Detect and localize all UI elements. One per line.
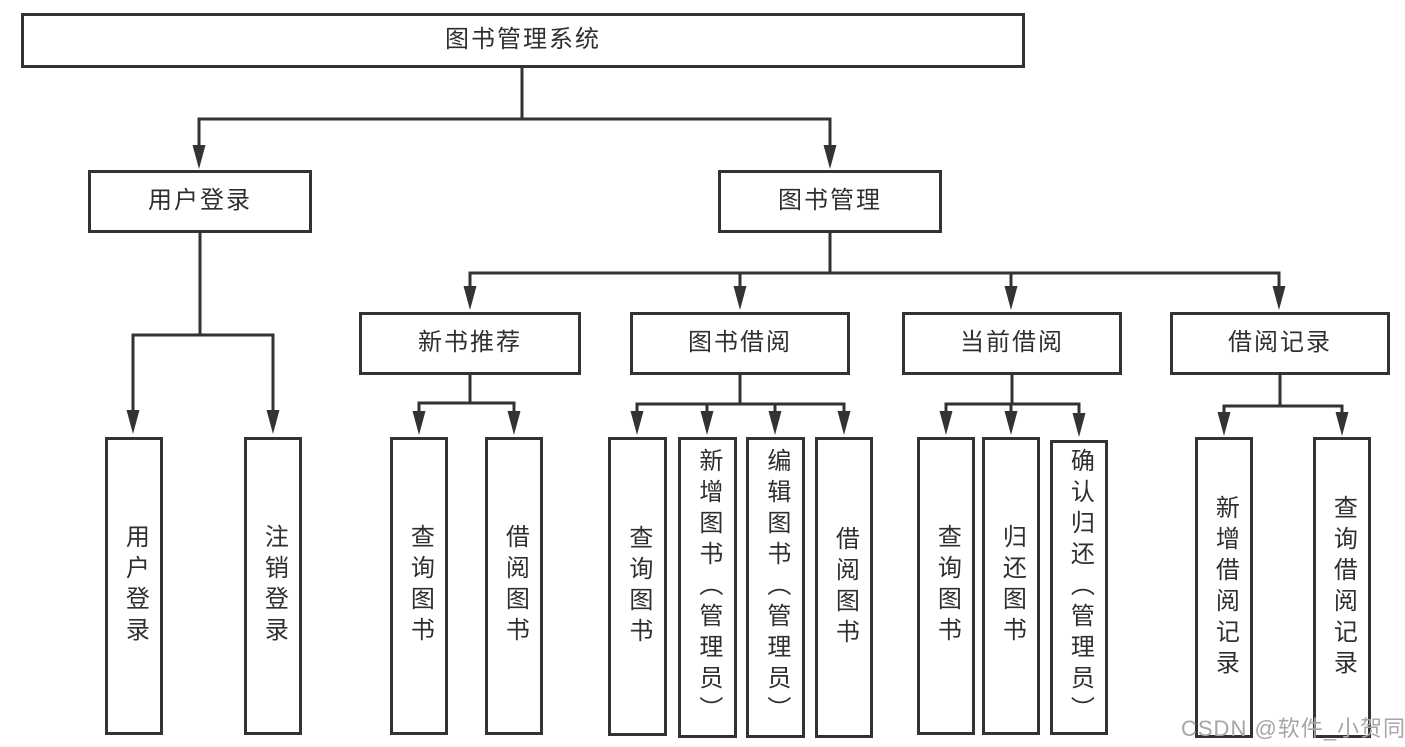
- arrow-icon: [266, 410, 280, 434]
- leaf-add-books-admin: 新增图书（管理员）: [678, 437, 737, 738]
- arrow-icon: [1004, 286, 1018, 310]
- arrow-icon: [463, 286, 477, 310]
- connector-borrow-record-to-leaves: [1222, 373, 1344, 419]
- node-root: 图书管理系统: [21, 13, 1025, 68]
- leaf-user-login: 用户登录: [105, 437, 163, 735]
- leaf-logout: 注销登录: [244, 437, 302, 735]
- connector-book-mgmt-to-level3: [468, 231, 1281, 293]
- leaf-borrow-books-recommend: 借阅图书: [485, 437, 543, 735]
- arrow-icon: [412, 411, 426, 435]
- arrow-icon: [733, 286, 747, 310]
- leaf-edit-books-admin: 编辑图书（管理员）: [746, 437, 805, 738]
- node-current-borrow: 当前借阅: [902, 312, 1122, 375]
- leaf-query-borrow-record: 查询借阅记录: [1313, 437, 1371, 738]
- leaf-borrow-books: 借阅图书: [815, 437, 873, 738]
- arrow-icon: [1335, 412, 1349, 436]
- arrow-icon: [630, 411, 644, 435]
- leaf-query-books-borrow: 查询图书: [608, 437, 667, 736]
- arrow-icon: [823, 145, 837, 169]
- connector-book-borrow-to-leaves: [635, 373, 846, 418]
- watermark-text: CSDN @软件_小贺同学: [1181, 716, 1405, 741]
- arrow-icon: [700, 411, 714, 435]
- leaf-query-books-recommend: 查询图书: [390, 437, 448, 735]
- arrow-icon: [837, 411, 851, 435]
- node-book-management: 图书管理: [718, 170, 942, 233]
- node-user-login: 用户登录: [88, 170, 312, 233]
- node-borrow-records: 借阅记录: [1170, 312, 1390, 375]
- arrow-icon: [1217, 412, 1231, 436]
- arrowheads: [126, 145, 1349, 437]
- leaf-add-borrow-record: 新增借阅记录: [1195, 437, 1253, 738]
- connector-user-login-to-leaves: [131, 231, 275, 417]
- arrow-icon: [126, 410, 140, 434]
- arrow-icon: [1004, 411, 1018, 435]
- leaf-return-books: 归还图书: [982, 437, 1040, 735]
- arrow-icon: [939, 411, 953, 435]
- connector-current-borrow-to-leaves: [944, 373, 1081, 420]
- arrow-icon: [192, 145, 206, 169]
- connector-new-book-to-leaves: [417, 373, 516, 418]
- arrow-icon: [768, 411, 782, 435]
- connector-root-to-level2: [197, 66, 832, 152]
- arrow-icon: [507, 411, 521, 435]
- leaf-confirm-return-admin: 确认归还（管理员）: [1050, 440, 1108, 735]
- node-new-book-recommend: 新书推荐: [359, 312, 581, 375]
- leaf-query-books-current: 查询图书: [917, 437, 975, 735]
- arrow-icon: [1072, 413, 1086, 437]
- node-book-borrow: 图书借阅: [630, 312, 850, 375]
- arrow-icon: [1272, 286, 1286, 310]
